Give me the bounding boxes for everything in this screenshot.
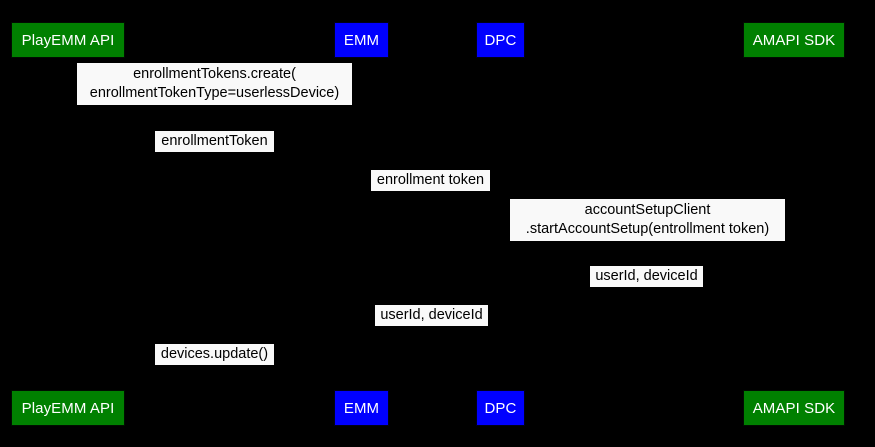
arrow-m1 [67, 105, 361, 106]
arrow-m6 [361, 326, 500, 327]
arrow-m7 [67, 365, 361, 366]
participant-label: PlayEMM API [21, 31, 115, 49]
participant-label: EMM [343, 31, 380, 49]
arrow-head-m3 [492, 187, 500, 195]
arrow-head-m5 [500, 283, 508, 291]
arrow-head-m4 [786, 237, 794, 245]
lifeline-emm [361, 57, 362, 390]
arrow-head-m6 [361, 322, 369, 330]
arrow-m2 [67, 152, 361, 153]
participant-label: AMAPI SDK [752, 31, 836, 49]
message-line: enrollmentToken [161, 133, 268, 149]
message-label-m6: userId, deviceId [375, 305, 488, 326]
arrow-head-m1 [67, 101, 75, 109]
message-line: .startAccountSetup(entrollment token) [525, 221, 770, 237]
participant-header-playemm[interactable]: PlayEMM API [11, 22, 125, 58]
participant-footer-amapi[interactable]: AMAPI SDK [743, 390, 845, 426]
participant-footer-dpc[interactable]: DPC [476, 390, 525, 426]
message-label-m4: accountSetupClient .startAccountSetup(en… [510, 199, 785, 241]
participant-label: DPC [484, 31, 517, 49]
message-label-m5: userId, deviceId [590, 266, 703, 287]
message-line: enrollmentTokens.create( [133, 66, 296, 82]
message-line: userId, deviceId [595, 268, 698, 284]
participant-footer-playemm[interactable]: PlayEMM API [11, 390, 125, 426]
message-line: accountSetupClient [584, 202, 711, 218]
participant-footer-emm[interactable]: EMM [334, 390, 389, 426]
lifeline-amapi [794, 57, 795, 390]
participant-header-dpc[interactable]: DPC [476, 22, 525, 58]
message-line: devices.update() [160, 346, 269, 362]
message-label-m2: enrollmentToken [155, 131, 274, 152]
arrow-m5 [500, 287, 794, 288]
arrow-head-m7 [67, 361, 75, 369]
arrow-m4 [500, 241, 794, 242]
participant-label: DPC [484, 399, 517, 417]
participant-header-emm[interactable]: EMM [334, 22, 389, 58]
message-line: userId, deviceId [380, 307, 483, 323]
lifeline-dpc [500, 57, 501, 390]
participant-header-amapi[interactable]: AMAPI SDK [743, 22, 845, 58]
message-line: enrollmentTokenType=userlessDevice) [89, 85, 340, 101]
message-label-m7: devices.update() [155, 344, 274, 365]
lifeline-playemm [67, 57, 68, 390]
arrow-m3 [361, 191, 500, 192]
message-line: enrollment token [376, 172, 485, 188]
message-label-m1: enrollmentTokens.create( enrollmentToken… [77, 63, 352, 105]
participant-label: AMAPI SDK [752, 399, 836, 417]
participant-label: PlayEMM API [21, 399, 115, 417]
participant-label: EMM [343, 399, 380, 417]
message-label-m3: enrollment token [371, 170, 490, 191]
arrow-head-m2 [353, 148, 361, 156]
